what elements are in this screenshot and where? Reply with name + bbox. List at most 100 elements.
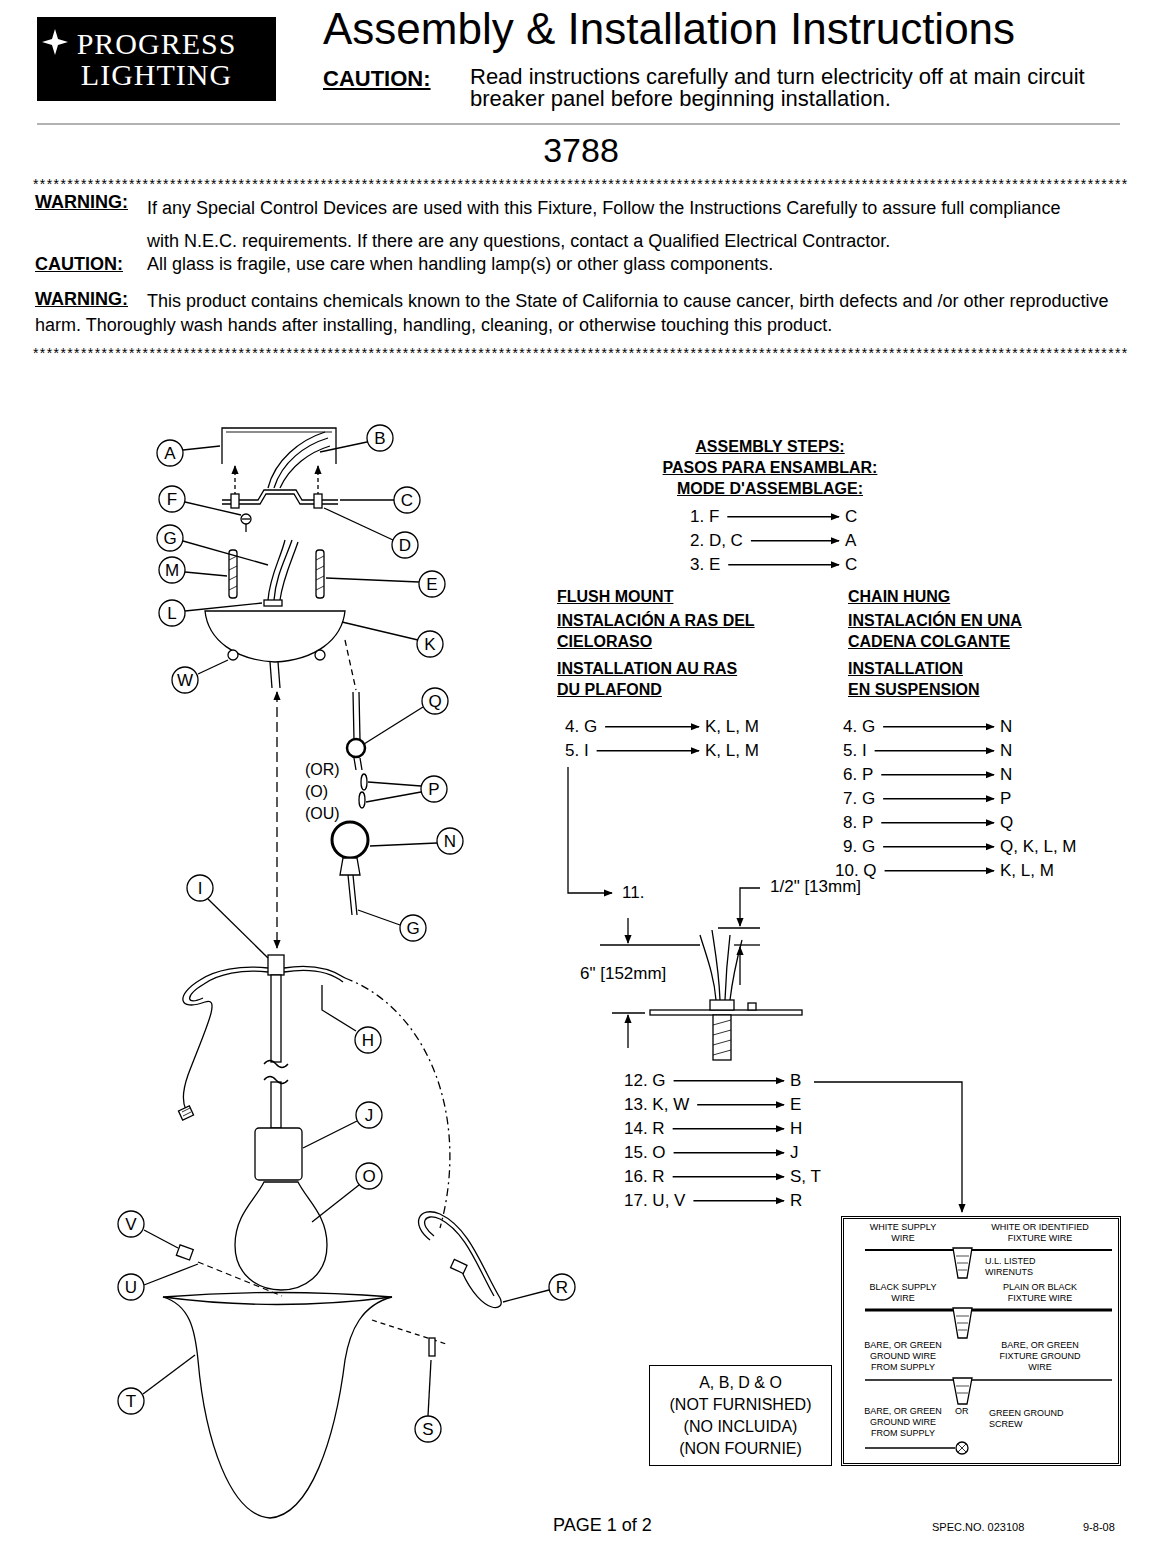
dimension-label: 1/2" [13mm]	[770, 877, 861, 897]
ground-screw	[245, 524, 246, 532]
canopy-loop	[354, 758, 362, 770]
callout-circle	[159, 557, 185, 583]
loop-ring	[348, 875, 357, 915]
step-text: 13. K, W	[624, 1095, 689, 1115]
step-arrow	[674, 1152, 784, 1153]
fixture-wires	[268, 540, 298, 600]
mounting-arrows	[317, 466, 318, 496]
threaded-pipe	[316, 550, 324, 598]
fixture-arms	[190, 971, 268, 1001]
leader-line	[340, 499, 394, 500]
step-arrow	[673, 1128, 784, 1129]
wire-strip-figure	[710, 1000, 734, 1010]
step-text: 5. I	[565, 741, 589, 761]
step-arrow	[693, 1200, 784, 1201]
step-text: 17. U, V	[624, 1191, 685, 1211]
callout-letter: S	[414, 1415, 442, 1443]
finial	[176, 1245, 193, 1260]
junction-box	[222, 428, 336, 464]
dimension-line	[740, 888, 760, 926]
warning-text: If any Special Control Devices are used …	[147, 192, 1077, 258]
lock-nut	[264, 600, 282, 606]
step-text: K, L, M	[705, 717, 759, 737]
glass-shade	[163, 1297, 392, 1518]
leader-line	[185, 603, 262, 611]
wiring-note: BLACK SUPPLY WIRE	[861, 1282, 945, 1304]
fixture-wires	[274, 540, 292, 600]
step-text: 11.	[622, 883, 644, 903]
logo-star	[42, 29, 68, 55]
wiring-note: BARE, OR GREEN GROUND WIRE FROM SUPPLY	[861, 1406, 945, 1439]
callout-letter: T	[117, 1387, 145, 1415]
arm-path-line	[345, 978, 450, 1228]
step-text: K, L, M	[705, 741, 759, 761]
light-bulb	[235, 1182, 327, 1290]
leader-line	[358, 910, 400, 925]
callout-letter: D	[391, 531, 419, 559]
wiring-diagram	[865, 1447, 955, 1449]
step-eleven-bracket	[568, 767, 612, 893]
dimension-line	[600, 944, 700, 945]
scroll-piece	[419, 1212, 502, 1308]
fixture-arms	[182, 1108, 191, 1116]
loop-ring	[332, 822, 368, 858]
callout-circle	[159, 486, 185, 512]
step-text: E	[790, 1095, 801, 1115]
fixture-arms	[284, 970, 343, 982]
fixture-arms	[268, 955, 284, 975]
page-title: Assembly & Installation Instructions	[323, 4, 1015, 55]
junction-box	[222, 428, 336, 464]
callout-letter: H	[354, 1026, 382, 1054]
section-heading: INSTALACIÓN A RAS DEL CIELORASO	[557, 610, 772, 652]
step-arrow	[883, 798, 994, 799]
shade-screw	[372, 1320, 446, 1356]
canopy-loop	[347, 692, 365, 770]
callout-letter-text: P	[428, 781, 439, 798]
callout-circle	[422, 688, 448, 714]
glass-shade	[163, 1293, 392, 1519]
warning-label: CAUTION:	[323, 66, 431, 91]
center-line	[276, 692, 277, 948]
dimension-label: 6" [152mm]	[580, 964, 666, 984]
fixture-arms	[284, 966, 345, 978]
callout-letter: P	[420, 775, 448, 803]
step-text: 2. D, C	[690, 531, 743, 551]
leader-line	[366, 792, 421, 802]
step-text: 5. I	[843, 741, 867, 761]
crossbar	[222, 490, 338, 508]
callout-letter: N	[436, 827, 464, 855]
wiring-diagram-panel: WHITE SUPPLY WIREWHITE OR IDENTIFIED FIX…	[841, 1216, 1121, 1466]
wiring-diagram	[958, 1444, 966, 1452]
wiring-diagram	[956, 1442, 968, 1454]
wiring-diagram	[970, 1379, 1112, 1381]
supply-wires	[274, 438, 328, 488]
callout-letter-text: K	[424, 636, 435, 653]
callout-circle	[356, 1102, 382, 1128]
leader-line	[428, 1360, 431, 1416]
wire-strip-figure	[730, 940, 742, 1000]
wire-strip-figure	[713, 1015, 731, 1060]
dimension-line	[627, 1015, 628, 1048]
callout-circle	[118, 1211, 144, 1237]
brand-logo: PROGRESS LIGHTING	[37, 17, 276, 101]
section-heading: INSTALLATION AU RAS DU PLAFOND	[557, 658, 757, 700]
callout-letter-text: D	[399, 537, 411, 554]
canopy-ball	[228, 650, 238, 660]
canopy-ball	[315, 650, 325, 660]
loop-ring	[332, 822, 368, 915]
spec-number: 9-8-08	[1083, 1521, 1115, 1534]
wiring-diagram	[970, 1309, 1112, 1312]
finial	[176, 1245, 282, 1296]
callout-letter-text: V	[125, 1216, 136, 1233]
step-arrow	[751, 540, 839, 541]
step-arrow	[674, 1080, 784, 1081]
callout-circle	[172, 667, 198, 693]
leader-line	[185, 502, 241, 515]
scroll-piece	[419, 1212, 502, 1308]
ground-screw	[241, 514, 251, 524]
wiring-diagram	[953, 1308, 972, 1338]
note-text: (NON FOURNIE)	[679, 1438, 802, 1460]
callout-letter-text: G	[406, 920, 419, 937]
step-arrow	[885, 870, 994, 871]
step-text: 9. G	[843, 837, 875, 857]
